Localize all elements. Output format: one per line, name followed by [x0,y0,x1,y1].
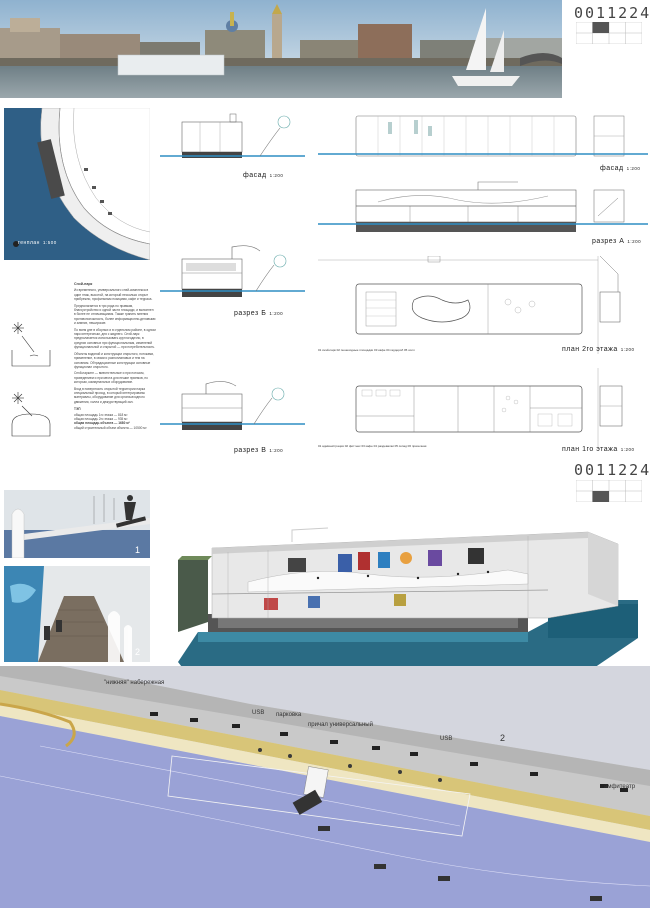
stats-line: общая площадь объекта — 1680 м² [74,421,130,426]
photo-number-2: 2 [135,647,141,657]
section-a-drawing [318,180,648,244]
code-grid-repeat [576,480,642,502]
label-usb-left: USB [252,710,265,716]
plan-2nd-floor [318,256,648,354]
axonometric-cutaway [168,522,648,700]
facade-drawing [318,108,648,172]
description-paragraph: По всем дне в сборных и в отдельном райо… [74,327,156,350]
stats-line: общий строительный объем объекта — 10500… [74,425,147,430]
label-pier: причал универсальный [308,722,373,728]
site-axonometry [0,666,650,908]
description-paragraph: Вход в поверхность открытой территории п… [74,386,145,404]
label-parking: парковка [276,712,302,718]
stats-line: общая площадь 1го этажа — 818 м² [74,412,128,417]
site-plan [4,108,150,260]
panorama-photo [0,0,650,98]
snow-diagram-bottom [6,388,56,438]
facade-small-drawing [160,108,305,178]
render-photo-embankment [4,490,150,558]
description-text: Снэй-парк Из временного, универсального … [74,282,156,430]
plan1-legend: 01 администрация 02 фиттнес 03 кафе 04 р… [318,444,427,448]
project-code-repeat: 0011224 [574,461,650,479]
description-paragraph: Предполагается в три ряда по правкам, бл… [74,303,156,326]
label-embankment: "нижняя" набережная [104,680,165,686]
description-title: Снэй-парк [74,282,93,286]
description-paragraph: Снэй-паркинг — вместительные и при поток… [74,371,148,385]
section-b-drawing [160,235,305,307]
label-amphitheater: амфитеатр [604,784,636,790]
code-grid [576,22,642,44]
label-usb-right: USB [440,736,453,742]
stats-title: ТЭП [74,407,81,412]
section-v-drawing [160,372,305,442]
description-paragraph: Из временного, универсального снэй-компл… [74,288,153,302]
render-photo-walkway [4,566,150,662]
photo-number-1: 1 [135,545,141,555]
plan-1st-floor [318,368,648,448]
project-code: 0011224 [574,4,650,22]
label-map-number: 2 [500,733,506,743]
description-paragraph: Объекты водяной и конструкции открытого,… [74,351,155,369]
stats-line: общая площадь 2го этажа — 935 м² [74,416,128,421]
plan2-legend: 01 снэй-парк 02 пешеходные площадки 03 к… [318,348,415,352]
snow-diagram-top [6,318,56,368]
